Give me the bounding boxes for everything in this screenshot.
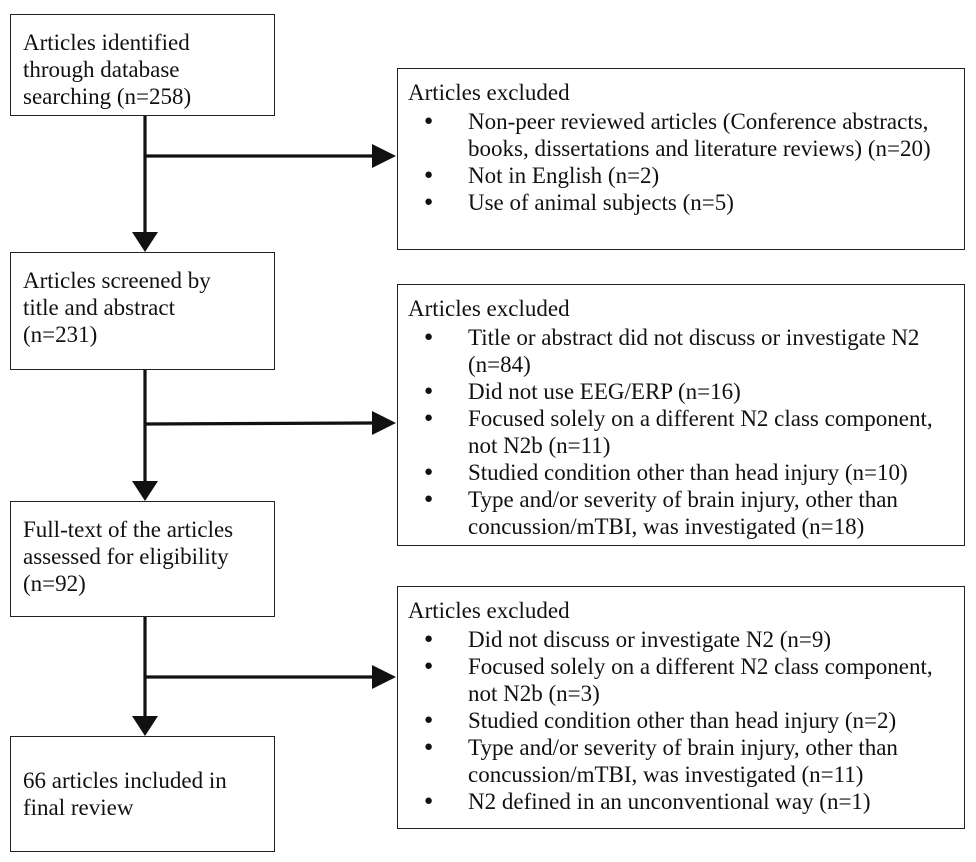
exclusion-box-3: Articles excluded Did not discuss or inv… [397, 586, 965, 829]
exclusion-list: Did not discuss or investigate N2 (n=9) … [408, 626, 952, 815]
exclusion-list: Title or abstract did not discuss or inv… [408, 324, 952, 540]
exclusion-item: N2 defined in an unconventional way (n=1… [408, 788, 952, 815]
stage-screened-box: Articles screened by title and abstract … [10, 252, 275, 370]
exclusion-item: Did not discuss or investigate N2 (n=9) [408, 626, 952, 653]
exclusion-box-1: Articles excluded Non-peer reviewed arti… [397, 68, 965, 250]
exclusion-list: Non-peer reviewed articles (Conference a… [408, 108, 952, 216]
stage-identified-box: Articles identified through database sea… [10, 14, 275, 116]
exclusion-title: Articles excluded [408, 296, 570, 321]
exclusion-item: Studied condition other than head injury… [408, 707, 952, 734]
arrowhead-fulltext [132, 481, 158, 501]
exclusion-item: Type and/or severity of brain injury, ot… [408, 734, 952, 788]
exclusion-item: Not in English (n=2) [408, 162, 952, 189]
exclusion-item: Title or abstract did not discuss or inv… [408, 324, 952, 378]
exclusion-item: Non-peer reviewed articles (Conference a… [408, 108, 952, 162]
arrowhead-exclusion-2 [372, 411, 396, 435]
stage-screened-text: Articles screened by title and abstract … [23, 268, 211, 347]
exclusion-item: Type and/or severity of brain injury, ot… [408, 486, 952, 540]
exclusion-box-2: Articles excluded Title or abstract did … [397, 284, 965, 546]
exclusion-title: Articles excluded [408, 80, 570, 105]
exclusion-item: Focused solely on a different N2 class c… [408, 653, 952, 707]
arrow-exclusion-2 [144, 421, 373, 426]
arrowhead-exclusion-1 [372, 144, 396, 168]
stage-identified-text: Articles identified through database sea… [23, 30, 192, 109]
exclusion-item: Use of animal subjects (n=5) [408, 189, 952, 216]
arrowhead-included [132, 716, 158, 736]
stage-fulltext-text: Full-text of the articles assessed for e… [23, 517, 234, 596]
exclusion-item: Focused solely on a different N2 class c… [408, 405, 952, 459]
stage-fulltext-box: Full-text of the articles assessed for e… [10, 501, 275, 617]
exclusion-item: Studied condition other than head injury… [408, 459, 952, 486]
arrowhead-screened [132, 232, 158, 252]
stage-included-text: 66 articles included in final review [23, 768, 227, 820]
arrowhead-exclusion-3 [372, 665, 396, 689]
exclusion-item: Did not use EEG/ERP (n=16) [408, 378, 952, 405]
stage-included-box: 66 articles included in final review [10, 736, 275, 852]
exclusion-title: Articles excluded [408, 598, 570, 623]
